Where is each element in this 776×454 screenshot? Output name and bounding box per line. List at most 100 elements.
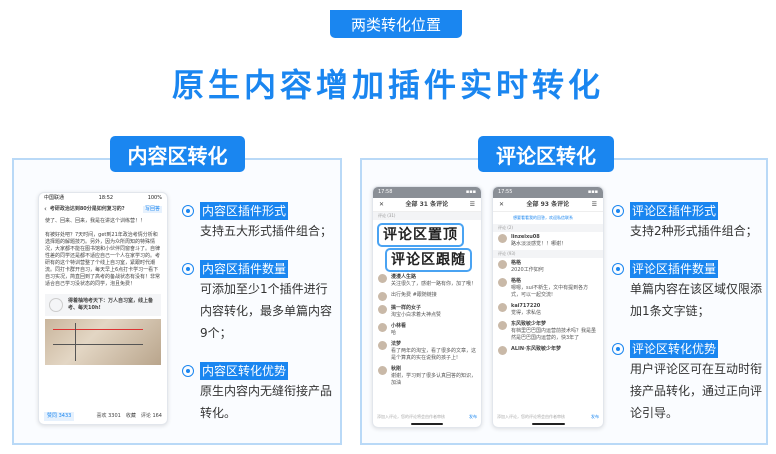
avatar	[498, 321, 507, 330]
back-icon[interactable]: ‹	[44, 205, 47, 213]
feature-title: 内容区插件数量	[200, 260, 289, 278]
like-button[interactable]: 喜欢 3301	[96, 413, 121, 419]
avatar	[498, 303, 507, 312]
feature-title: 内容区转化优势	[200, 362, 289, 380]
comment-item: ALIN·东风致敏少年梦	[493, 344, 603, 357]
comment-text: 淘宝小白求着大神点赞	[391, 312, 442, 318]
feature-list-content: 内容区插件形式支持五大形式插件组合； 内容区插件数量可添加至少1个插件进行内容转…	[182, 202, 332, 424]
avatar	[498, 346, 507, 355]
feature-body: 原生内容内无缝衔接产品转化。	[200, 384, 333, 420]
chat-bubble-icon	[612, 263, 624, 275]
avatar	[378, 341, 387, 350]
plugin-logo-icon	[49, 298, 63, 312]
favorite-button[interactable]: 收藏	[125, 413, 136, 419]
send-button[interactable]: 发布	[469, 414, 477, 419]
comment-author: 法梦	[391, 341, 402, 347]
avatar	[378, 274, 387, 283]
sort-icon[interactable]: ☰	[469, 201, 475, 208]
comment-author: 格格	[511, 278, 522, 284]
comment-text: 嗯嗯，sui不新生，文中有提到各方式，可以一起交流!	[511, 285, 589, 298]
feature-title: 评论区插件形式	[630, 202, 719, 220]
comment-item: 搞一样的女子淘宝小白求着大神点赞	[373, 303, 481, 321]
feature-item: 评论区插件形式支持2种形式插件组合；	[612, 202, 762, 242]
sort-icon[interactable]: ☰	[591, 201, 597, 208]
feature-title: 评论区插件数量	[630, 260, 719, 278]
target-icon	[182, 365, 194, 377]
pinned-link[interactable]: 想要看看我的回答，欢迎私信联系	[513, 215, 573, 220]
comment-item: 格格嗯嗯，sui不新生，文中有提到各方式，可以一起交流!	[493, 276, 603, 301]
comment-text: 觉得，求私信	[511, 310, 542, 316]
close-icon[interactable]: ✕	[379, 201, 385, 208]
feature-list-comment: 评论区插件形式支持2种形式插件组合； 评论区插件数量单篇内容在该区域仅限添加1条…	[612, 202, 762, 424]
battery: 100%	[147, 195, 162, 201]
close-icon[interactable]: ✕	[499, 201, 505, 208]
feature-body: 支持五大形式插件组合；	[200, 224, 333, 238]
comment-author: kai717220	[511, 303, 541, 309]
plugin-text: 得着柚地考天下：万人自习室，线上备考、每天10h!	[68, 298, 154, 311]
vote-button[interactable]: 赞同 3433	[44, 412, 75, 421]
feature-body: 支持2种形式插件组合；	[630, 224, 758, 238]
plugin-card[interactable]: 得着柚地考天下：万人自习室，线上备考、每天10h!	[45, 294, 161, 316]
comment-text: 出行免费 #跟随链接	[391, 292, 437, 298]
comment-header: 全部 31 条评论	[405, 201, 449, 208]
avatar	[498, 260, 507, 269]
avatar	[378, 366, 387, 375]
chat-bubble-icon	[612, 205, 624, 217]
feature-body: 可添加至少1个插件进行内容转化，最多单篇内容9个；	[200, 282, 333, 340]
comment-author: 格格	[511, 260, 522, 266]
section-label: 评论 (2)	[493, 224, 603, 232]
content-zone-badge: 内容区转化	[110, 136, 245, 172]
comment-author: ALIN·东风致敏少年梦	[511, 346, 562, 352]
comment-text: 哈	[391, 330, 397, 336]
feature-item: 评论区插件数量单篇内容在该区域仅限添加1条文字链；	[612, 260, 762, 322]
chat-bubble-icon	[612, 343, 624, 355]
signal-icon: ▪▪▪	[587, 189, 598, 195]
feature-item: 评论区转化优势用户评论区可在互动时衔接产品转化，通过正向评论引导。	[612, 340, 762, 424]
time: 17:58	[378, 189, 393, 195]
comment-author: 秋刚	[391, 366, 402, 372]
comment-item: 秋刚谢谢，学习到了很多认真回答的知识，加油	[373, 364, 481, 389]
page-title: 原生内容增加插件实时转化	[171, 66, 604, 104]
comment-text: 谢谢，学习到了很多认真回答的知识，加油	[391, 373, 477, 386]
callout-area: 评论区置顶 评论区跟随	[373, 220, 481, 272]
comment-input[interactable]: 添加入评论，您的评论将会由作者审核	[377, 414, 445, 419]
pinned-comment-callout: 评论区置顶	[377, 223, 464, 247]
avatar	[498, 234, 507, 243]
comment-text: 有档里巴巴国内运营前技术吗？我是虽然是巴巴国内运营的，快3年了	[511, 328, 597, 341]
comment-phone-2: 17:55 ▪▪▪ ✕ 全部 93 条评论 ☰ 想要看看我的回答，欢迎私信联系 评论 …	[492, 186, 604, 428]
comment-author: 搞一样的女子	[391, 305, 422, 311]
comment-header: 全部 93 条评论	[526, 201, 570, 208]
comment-input[interactable]: 添加入评论，您的评论将会由作者审核	[497, 414, 565, 419]
comment-author: 漫漫人生路	[391, 274, 417, 280]
avatar	[498, 278, 507, 287]
section-label: 评论 (31)	[373, 212, 481, 220]
avatar	[378, 323, 387, 332]
feature-body: 单篇内容在该区域仅限添加1条文字链；	[630, 282, 763, 318]
feature-title: 评论区转化优势	[630, 340, 719, 358]
comment-text: 路水淡淡感觉！！哪谢！	[511, 241, 567, 247]
signal-icon: ▪▪▪	[465, 189, 476, 195]
section-label: 评论 (93)	[493, 250, 603, 258]
feature-item: 内容区插件形式支持五大形式插件组合；	[182, 202, 332, 242]
comment-item: 小林看哈	[373, 321, 481, 339]
comment-button[interactable]: 评论 164	[140, 413, 162, 419]
time: 17:55	[498, 189, 513, 195]
comment-item: 出行免费 #跟随链接	[373, 290, 481, 303]
follow-button[interactable]: 写回答	[142, 206, 162, 213]
question-title[interactable]: 考研政治达到80分是如何复习的?	[49, 206, 125, 212]
comment-text: 看了两年的淘宝，看了很多的文章，这是个算真的实在说我的孩子上!	[391, 348, 477, 361]
comment-author: 东风致敏少年梦	[511, 321, 547, 327]
feature-title: 内容区插件形式	[200, 202, 289, 220]
avatar	[378, 305, 387, 314]
comment-zone-badge: 评论区转化	[478, 136, 614, 172]
comment-text: 关注很久了，感谢一路有你，加了哦！	[391, 281, 477, 287]
feature-item: 内容区转化优势原生内容内无缝衔接产品转化。	[182, 362, 332, 424]
send-button[interactable]: 发布	[591, 414, 599, 419]
answer-body: 使了、回来、回来，我是在讲这个训练营！！ 有被好处吧？7天时间，get到21年政…	[45, 218, 161, 287]
target-icon	[182, 205, 194, 217]
